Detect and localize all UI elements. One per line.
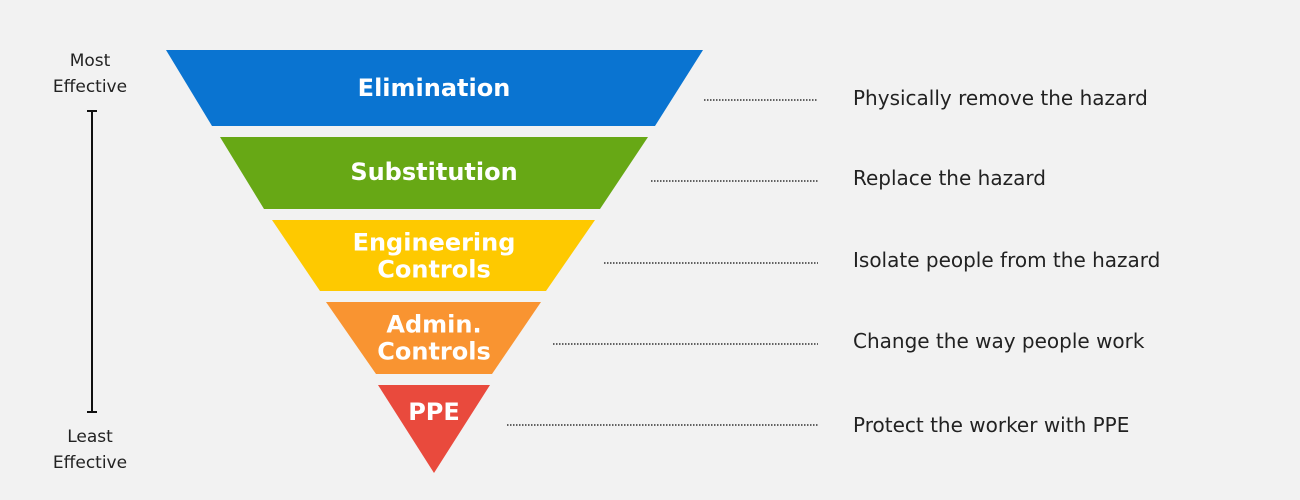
band-label-substitution: Substitution bbox=[350, 158, 517, 186]
effectiveness-axis bbox=[87, 110, 97, 413]
band-admin-controls bbox=[326, 302, 541, 374]
least-effective-line-2: Effective bbox=[52, 453, 128, 473]
band-label-admin-controls-line-2: Controls bbox=[377, 338, 491, 366]
leader-lines bbox=[507, 99, 818, 426]
least-effective-line-1: Least bbox=[67, 427, 113, 447]
description-engineering-controls: Isolate people from the hazard bbox=[853, 248, 1161, 272]
most-effective-line-1: Most bbox=[69, 51, 111, 71]
band-substitution bbox=[220, 137, 648, 209]
band-label-admin-controls-line-1: Admin. bbox=[386, 311, 481, 339]
band-label-engineering-controls-line-1: Engineering bbox=[353, 229, 516, 257]
band-ppe bbox=[378, 385, 490, 473]
description-ppe: Protect the worker with PPE bbox=[853, 413, 1130, 437]
band-label-engineering-controls-line-2: Controls bbox=[377, 256, 491, 284]
band-label-ppe: PPE bbox=[408, 398, 460, 426]
most-effective-line-2: Effective bbox=[52, 77, 128, 97]
description-elimination: Physically remove the hazard bbox=[853, 86, 1148, 110]
band-label-elimination: Elimination bbox=[358, 74, 511, 102]
most-effective-label: Most Effective bbox=[40, 48, 140, 100]
band-engineering-controls bbox=[272, 220, 595, 291]
pyramid-bands: EliminationSubstitutionEngineeringContro… bbox=[166, 50, 703, 473]
band-elimination bbox=[166, 50, 703, 126]
description-substitution: Replace the hazard bbox=[853, 166, 1046, 190]
description-admin-controls: Change the way people work bbox=[853, 329, 1145, 353]
least-effective-label: Least Effective bbox=[40, 424, 140, 476]
